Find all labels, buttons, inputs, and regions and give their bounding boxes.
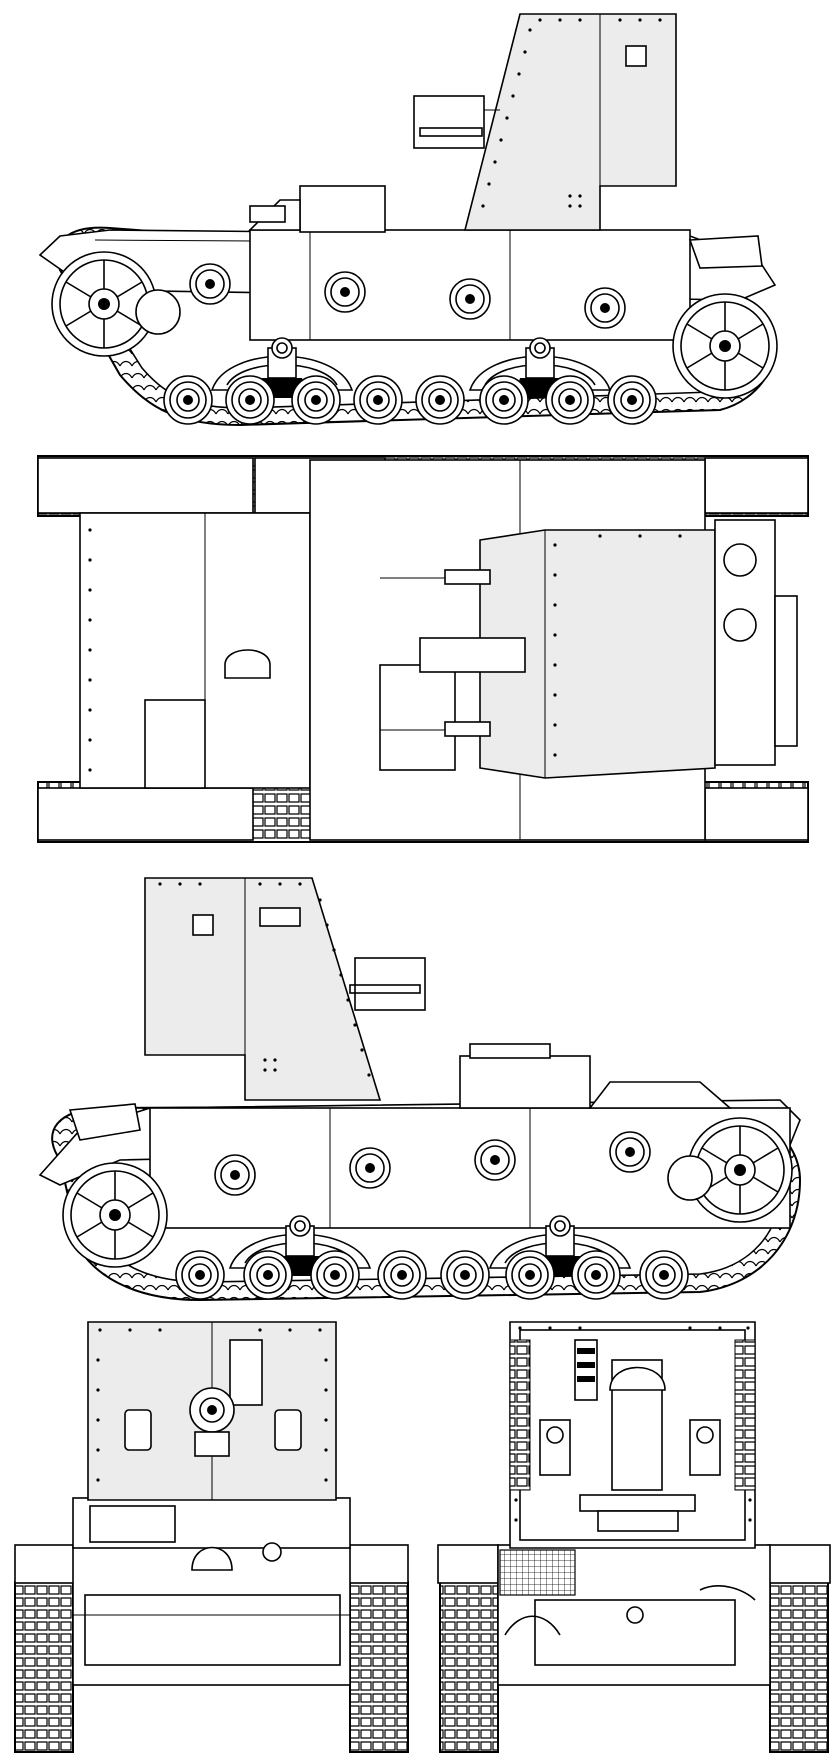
side-view-right xyxy=(38,877,802,1302)
rear-view xyxy=(437,1321,831,1753)
front-view xyxy=(14,1321,409,1753)
top-view xyxy=(37,455,809,843)
side-view-left xyxy=(38,13,778,427)
